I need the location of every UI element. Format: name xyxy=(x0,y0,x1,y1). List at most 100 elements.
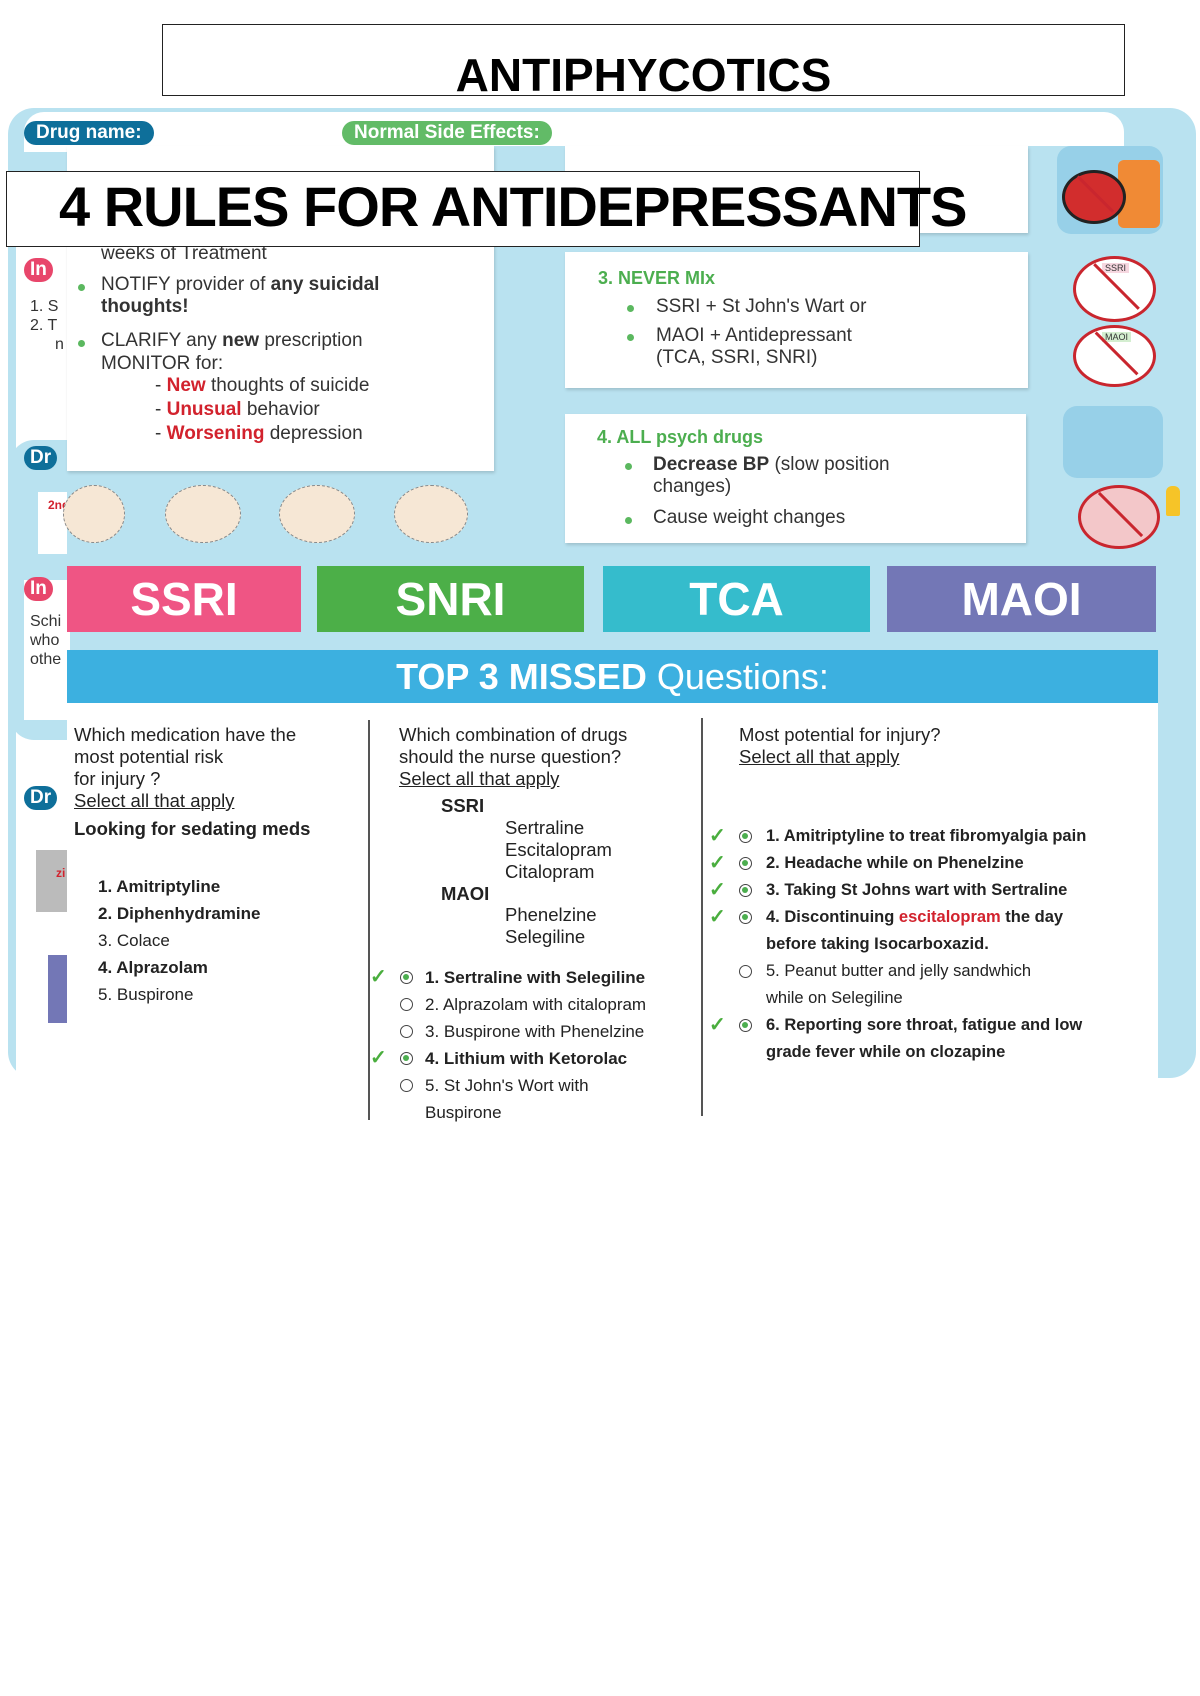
answer-option-cont: grade fever while on clozapine xyxy=(766,1043,1006,1061)
answer-option: 1. Amitriptyline to treat fibromyalgia p… xyxy=(766,827,1087,845)
question-text: for injury ? xyxy=(74,768,161,789)
check-icon: ✓ xyxy=(370,1047,387,1069)
text: - xyxy=(155,399,167,420)
rule-3-item: MAOI + Antidepressant xyxy=(656,325,852,346)
radio-selected[interactable] xyxy=(400,971,413,984)
radio-selected[interactable] xyxy=(739,911,752,924)
text: NOTIFY provider of xyxy=(101,274,271,295)
question-text: Which medication have the xyxy=(74,724,297,745)
answer-option: 5. Peanut butter and jelly sandwhich xyxy=(766,962,1032,980)
rules-heading-box: 4 RULES FOR ANTIDEPRESSANTS xyxy=(6,171,967,247)
text: Decrease BP xyxy=(653,454,770,475)
rule-notify: NOTIFY provider of any suicidal xyxy=(101,274,379,296)
rule-3-card xyxy=(565,252,1028,388)
rule-4-item: Decrease BP (slow position xyxy=(653,454,890,476)
text: prescription xyxy=(259,330,363,351)
rule-4-card xyxy=(565,414,1026,543)
rule-clarify: CLARIFY any new prescription xyxy=(101,330,363,352)
answer-option: 4. Lithium with Ketorolac xyxy=(425,1049,628,1068)
monitor-item: - New thoughts of suicide xyxy=(155,375,369,397)
select-all-label: Select all that apply xyxy=(74,790,235,811)
drug-name-pill: Drug name: xyxy=(24,121,154,145)
text: (slow position xyxy=(769,454,890,475)
answer-option-cont: Buspirone xyxy=(425,1103,502,1122)
top-missed-banner: TOP 3 MISSED Questions: xyxy=(67,650,1158,703)
no-maoi-antidepressant-icon: MAOI xyxy=(1073,325,1156,387)
bullet xyxy=(627,334,634,341)
maoi-label: MAOI xyxy=(1102,332,1132,342)
check-icon: ✓ xyxy=(709,852,726,874)
page-title: ANTIPHYCOTICS xyxy=(455,49,832,95)
check-icon: ✓ xyxy=(709,906,726,928)
fragment-text: n xyxy=(55,336,64,353)
rule-3-item: (TCA, SSRI, SNRI) xyxy=(656,347,818,368)
infographic-header-strip xyxy=(24,112,1124,152)
answer-option: 3. Taking St Johns wart with Sertraline xyxy=(766,881,1068,899)
text: thoughts of suicide xyxy=(205,375,370,396)
bullet xyxy=(627,305,634,312)
radio-unselected[interactable] xyxy=(739,965,752,978)
bell-icon xyxy=(1166,486,1180,516)
bullet xyxy=(625,463,632,470)
blood-pressure-meds-icon xyxy=(1063,406,1163,478)
stressed-person-illustration-icon xyxy=(279,485,355,543)
drug-name: Phenelzine xyxy=(505,904,597,925)
fragment-card xyxy=(36,850,68,912)
banner-bold: TOP 3 MISSED xyxy=(396,656,647,697)
worried-person-illustration-icon xyxy=(165,485,241,543)
check-icon: ✓ xyxy=(709,879,726,901)
column-divider xyxy=(368,720,370,1120)
bullet xyxy=(625,517,632,524)
question-text: Most potential for injury? xyxy=(739,724,941,745)
radio-unselected[interactable] xyxy=(400,1025,413,1038)
text: Unusual xyxy=(166,399,242,420)
fragment-text: 2. T xyxy=(30,317,58,334)
fragment-card xyxy=(24,580,70,720)
drug-name: Selegiline xyxy=(505,926,586,947)
select-all-label: Select all that apply xyxy=(739,746,900,767)
radio-selected[interactable] xyxy=(739,830,752,843)
question-text: most potential risk xyxy=(74,746,224,767)
distressed-person-illustration-icon xyxy=(394,485,468,543)
answer-option: 3. Colace xyxy=(98,931,170,950)
text: behavior xyxy=(241,399,320,420)
class-bar-snri: SNRI xyxy=(317,566,584,632)
radio-selected[interactable] xyxy=(739,857,752,870)
class-bar-maoi: MAOI xyxy=(887,566,1156,632)
fragment-text: Schi xyxy=(30,613,62,630)
fragment-pill: In xyxy=(24,258,53,282)
radio-unselected[interactable] xyxy=(400,998,413,1011)
fragment-text: who xyxy=(30,632,60,649)
rules-heading: 4 RULES FOR ANTIDEPRESSANTS xyxy=(59,175,967,238)
monitor-item: - Unusual behavior xyxy=(155,399,320,421)
text: escitalopram xyxy=(898,908,1001,926)
fragment-pill: Dr xyxy=(24,786,58,810)
monitor-item: - Worsening depression xyxy=(155,423,363,445)
title-box: ANTIPHYCOTICS xyxy=(162,24,1125,96)
radio-unselected[interactable] xyxy=(400,1079,413,1092)
text: 4. Discontinuing xyxy=(766,908,899,926)
answer-option-cont: before taking Isocarboxazid. xyxy=(766,935,989,953)
text: Worsening xyxy=(166,423,265,444)
text: - xyxy=(155,423,167,444)
radio-selected[interactable] xyxy=(400,1052,413,1065)
radio-selected[interactable] xyxy=(739,1019,752,1032)
sad-person-illustration-icon xyxy=(63,485,125,543)
weight-scale-icon xyxy=(1078,485,1160,549)
answer-option: 1. Sertraline with Selegiline xyxy=(425,968,646,987)
check-icon: ✓ xyxy=(709,825,726,847)
select-all-label: Select all that apply xyxy=(399,768,560,789)
answer-option-cont: while on Selegiline xyxy=(766,989,903,1007)
fragment-text: othe xyxy=(30,651,62,668)
banner-rest: Questions: xyxy=(646,656,829,697)
answer-option: 5. Buspirone xyxy=(98,985,194,1004)
radio-selected[interactable] xyxy=(739,884,752,897)
drug-name: Citalopram xyxy=(505,861,595,882)
check-icon: ✓ xyxy=(370,966,387,988)
bullet xyxy=(78,284,85,291)
class-label: SSRI xyxy=(441,795,485,816)
text: - xyxy=(155,375,167,396)
class-label: MAOI xyxy=(441,883,490,904)
rule-3-item: SSRI + St John's Wart or xyxy=(656,296,867,317)
check-icon: ✓ xyxy=(709,1014,726,1036)
